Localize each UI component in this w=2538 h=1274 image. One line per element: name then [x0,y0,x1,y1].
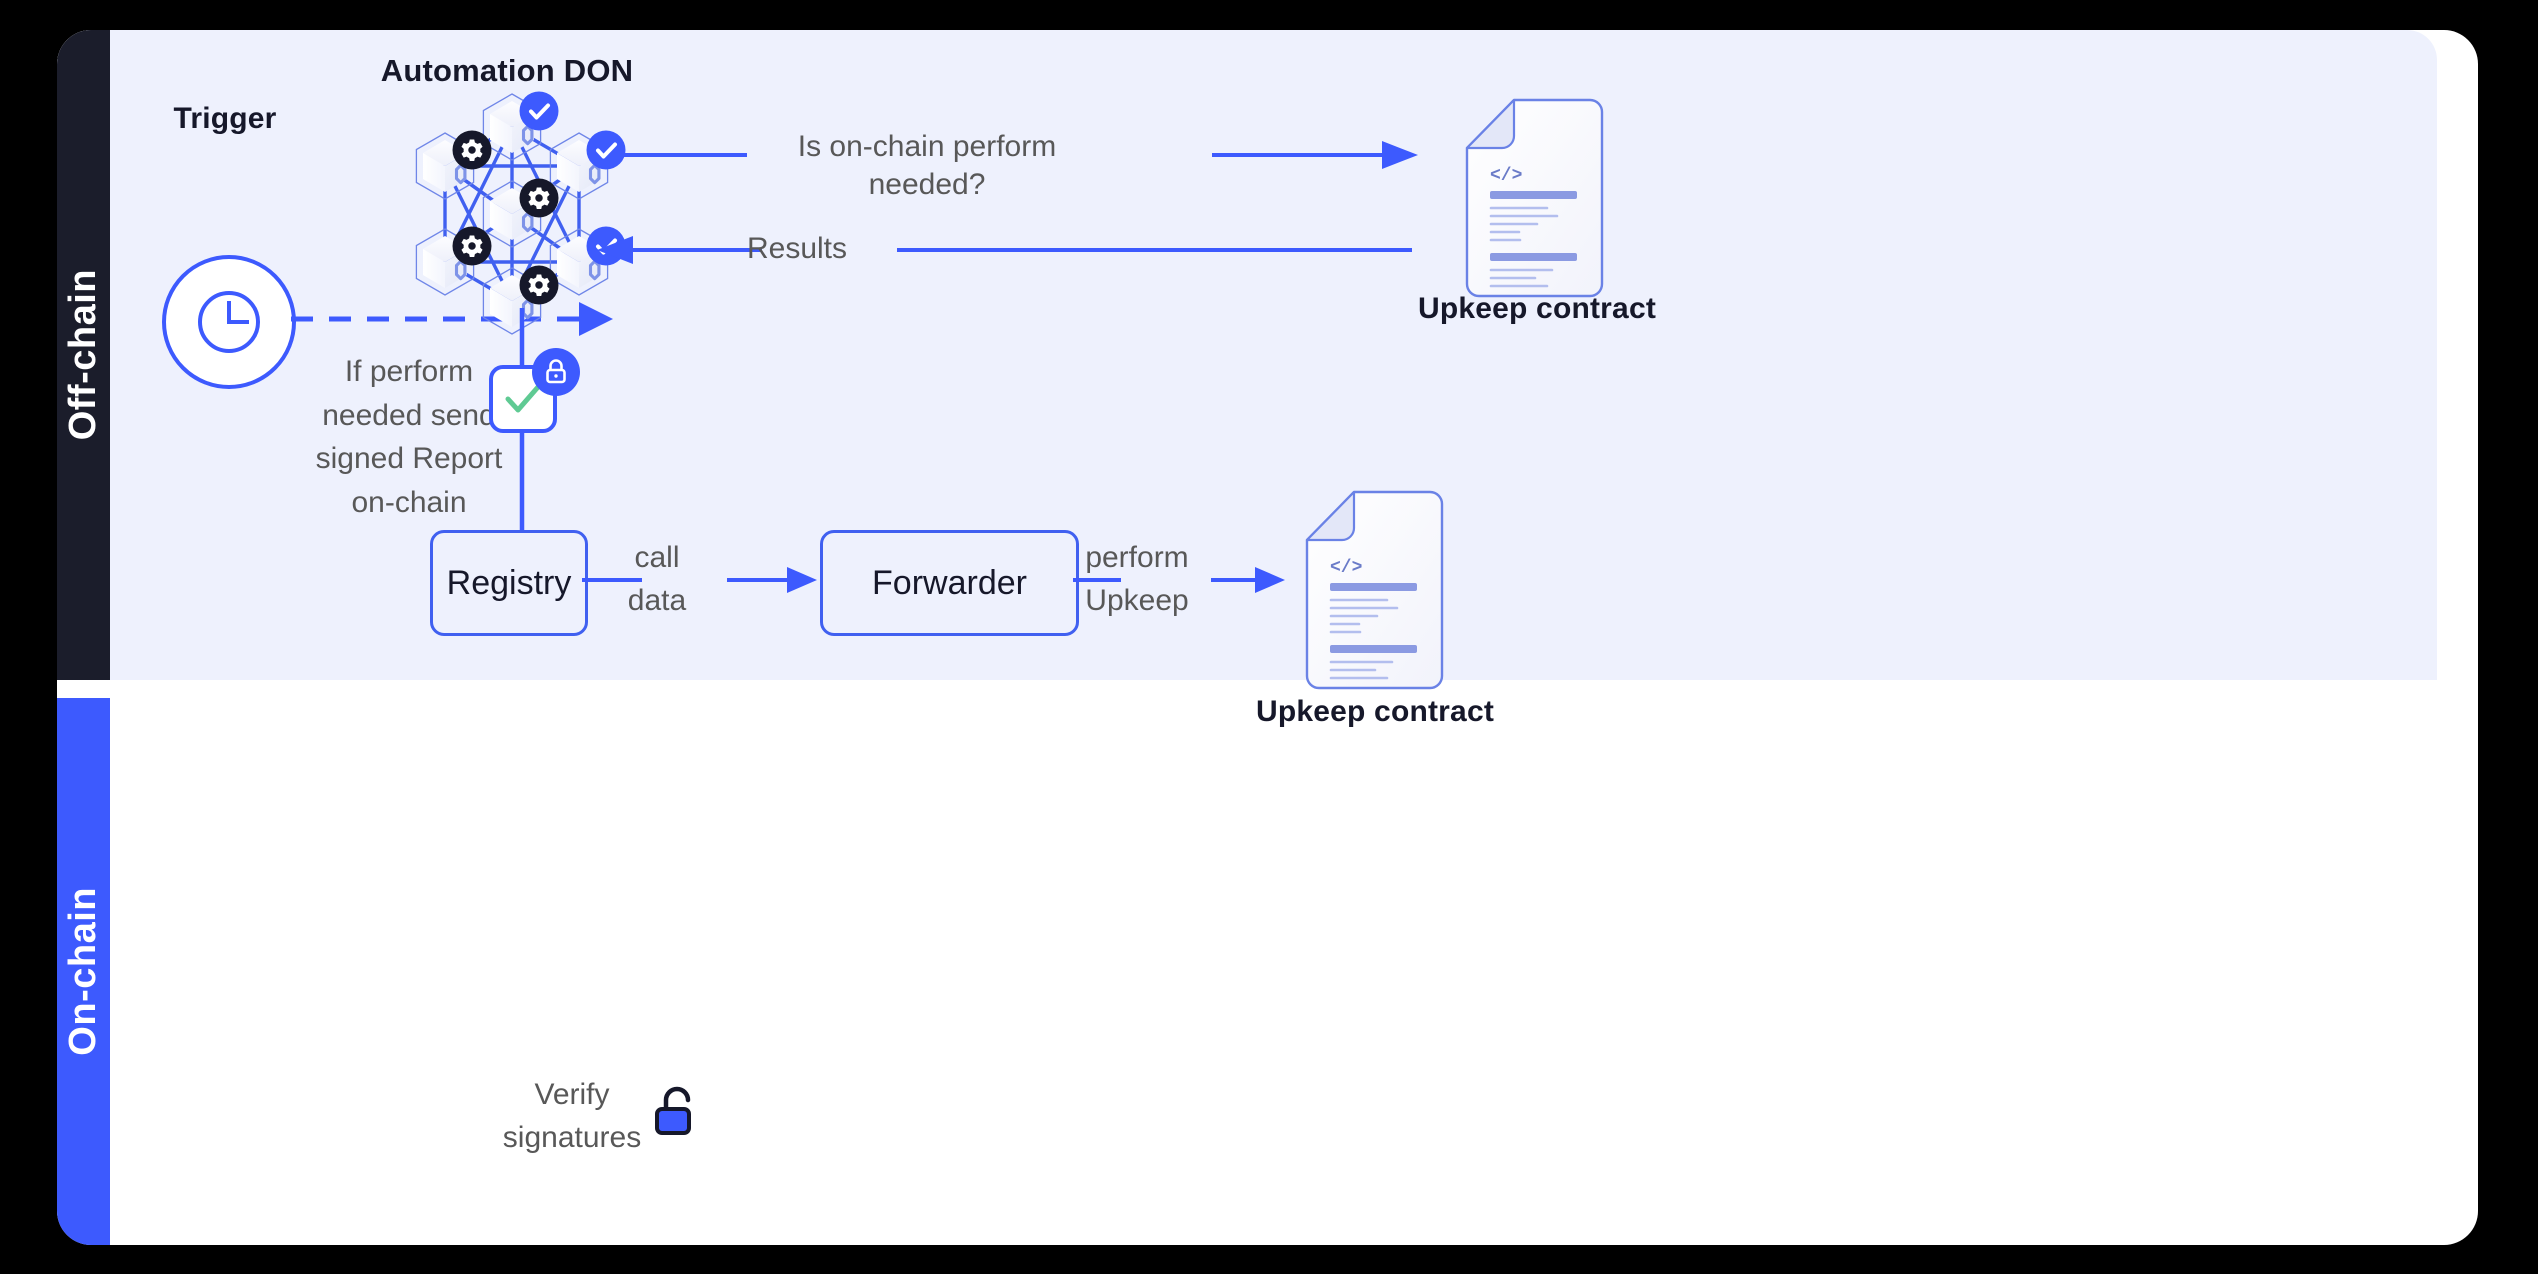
is-perform-needed-connector [622,141,1418,169]
automation-don-network [414,91,626,336]
upkeep-contract-onchain-icon: </> [1305,490,1444,690]
don-badge-gear-left-lower [452,226,492,266]
lock-open-icon [655,1086,691,1135]
is-perform-needed-label: Is on-chain perform needed? [797,130,1057,201]
upkeep-contract-offchain-label: Upkeep contract [1417,292,1657,325]
trigger-to-don-arrow [291,302,613,336]
don-badge-gear-bottom [519,265,559,305]
don-badge-gear-center [519,178,559,218]
clock-icon [198,291,260,353]
check-icon [505,384,541,413]
registry-box[interactable]: Registry [430,530,588,636]
upkeep-contract-onchain-label: Upkeep contract [1255,695,1495,728]
forwarder-to-contract-connector [1073,567,1285,593]
registry-label: Registry [446,563,572,602]
forwarder-box[interactable]: Forwarder [820,530,1079,636]
trigger-label: Trigger [173,102,277,135]
perform-upkeep-label: perform Upkeep [1085,541,1189,617]
lane-label-offchain-text: Off-chain [62,269,104,441]
signed-report-lock-badge [532,348,580,396]
diagram-card: Off-chain On-chain Trigger Automation DO… [57,30,2478,1245]
upkeep-contract-offchain-icon: </> [1465,98,1604,298]
lane-label-offchain: Off-chain [57,30,110,680]
trigger-circle [162,255,296,389]
lock-closed-icon [546,359,566,384]
automation-don-title: Automation DON [380,53,634,88]
send-signed-report-label: If perform needed send signed Report on-… [315,355,503,519]
lane-label-onchain: On-chain [57,698,110,1245]
don-badge-check-top [519,91,559,131]
don-badge-gear-left-upper [452,130,492,170]
registry-to-forwarder-connector [582,567,817,593]
lane-label-onchain-text: On-chain [62,887,104,1056]
results-label: Results [746,232,848,265]
svg-text:</>: </> [1330,558,1362,578]
forwarder-label: Forwarder [872,563,1027,602]
don-badge-check-right-upper [586,130,626,170]
call-data-label: call data [627,541,687,617]
verify-signatures-label: Verify signatures [502,1078,642,1154]
results-connector [597,236,1412,264]
svg-text:</>: </> [1490,166,1522,186]
